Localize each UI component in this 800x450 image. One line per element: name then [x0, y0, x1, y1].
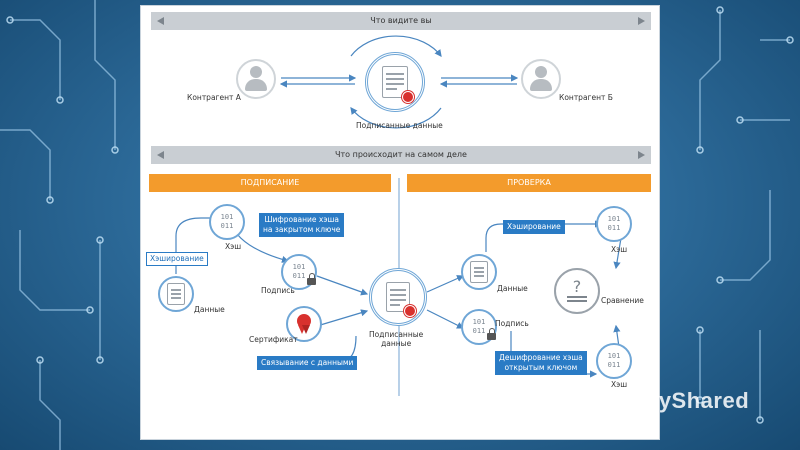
verify-section-header: ПРОВЕРКА: [407, 174, 651, 192]
arrow-left-icon: [157, 151, 164, 159]
bind-data-tag: Связывание с данными: [257, 356, 358, 370]
header-bar: Что видите вы: [151, 12, 651, 30]
comparison-circle: ?: [554, 268, 600, 314]
signed-data-center-circle: [369, 268, 427, 326]
arrow-right-icon: [638, 151, 645, 159]
hash-label: Хэш: [225, 242, 242, 251]
middle-bar: Что происходит на самом деле: [151, 146, 651, 164]
document-icon: [167, 283, 185, 305]
myshared-logo-icon: [608, 393, 632, 415]
certificate-icon: [297, 314, 311, 334]
data-circle-left: [158, 276, 194, 312]
arrow-left-icon: [157, 17, 164, 25]
document-icon: [386, 282, 416, 317]
signature-circle: 101 011: [281, 254, 317, 290]
signed-data-label: Подписанные данные: [356, 121, 443, 130]
arrow-right-icon: [638, 17, 645, 25]
data-label-left: Данные: [194, 305, 225, 314]
hash-circle-bottom: 101 011: [596, 343, 632, 379]
diagram-card: Что видите вы: [140, 5, 660, 440]
data-label-right: Данные: [497, 284, 528, 293]
document-icon: [470, 261, 488, 283]
certificate-label: Сертификат: [249, 335, 298, 344]
header-bar-label: Что видите вы: [370, 16, 432, 25]
signing-section-header: ПОДПИСАНИЕ: [149, 174, 391, 192]
hashing-tag-left: Хэширование: [146, 252, 208, 266]
hash-circle-top: 101 011: [596, 206, 632, 242]
lock-icon: [487, 328, 496, 340]
comparison-label: Сравнение: [601, 296, 644, 305]
counterparty-a-label: Контрагент А: [187, 93, 241, 102]
lock-icon: [307, 273, 316, 285]
data-circle-right: [461, 254, 497, 290]
binary-icon: 101 011: [292, 263, 306, 280]
hash-label-bottom: Хэш: [611, 380, 628, 389]
question-equals-icon: ?: [567, 279, 587, 302]
counterparty-b-avatar: [521, 59, 561, 99]
signature-label-left: Подпись: [261, 286, 295, 295]
signature-circle-right: 101 011: [461, 309, 497, 345]
binary-icon: 101 011: [607, 215, 621, 232]
document-icon: [382, 66, 414, 103]
signature-label-right: Подпись: [495, 319, 529, 328]
person-icon: [529, 66, 553, 92]
encrypt-hash-tag: Шифрование хэша на закрытом ключе: [259, 213, 345, 237]
binary-icon: 101 011: [472, 318, 486, 335]
counterparty-a-avatar: [236, 59, 276, 99]
binary-icon: 101 011: [607, 352, 621, 369]
slide-caption: схема подписания электронного документа …: [158, 417, 642, 432]
hash-label-top: Хэш: [611, 245, 628, 254]
certificate-circle: [286, 306, 322, 342]
person-icon: [244, 66, 268, 92]
watermark: MyShared: [640, 388, 750, 413]
hashing-tag-right: Хэширование: [503, 220, 565, 234]
binary-icon: 101 011: [220, 213, 234, 230]
counterparty-b-label: Контрагент Б: [559, 93, 613, 102]
signed-data-center-label: Подписанные данные: [369, 330, 424, 348]
seal-icon: [402, 91, 414, 103]
middle-bar-label: Что происходит на самом деле: [335, 150, 467, 159]
decrypt-hash-tag: Дешифрование хэша открытым ключом: [495, 351, 587, 375]
hash-circle: 101 011: [209, 204, 245, 240]
signed-data-circle: [365, 52, 425, 112]
seal-icon: [404, 305, 416, 317]
